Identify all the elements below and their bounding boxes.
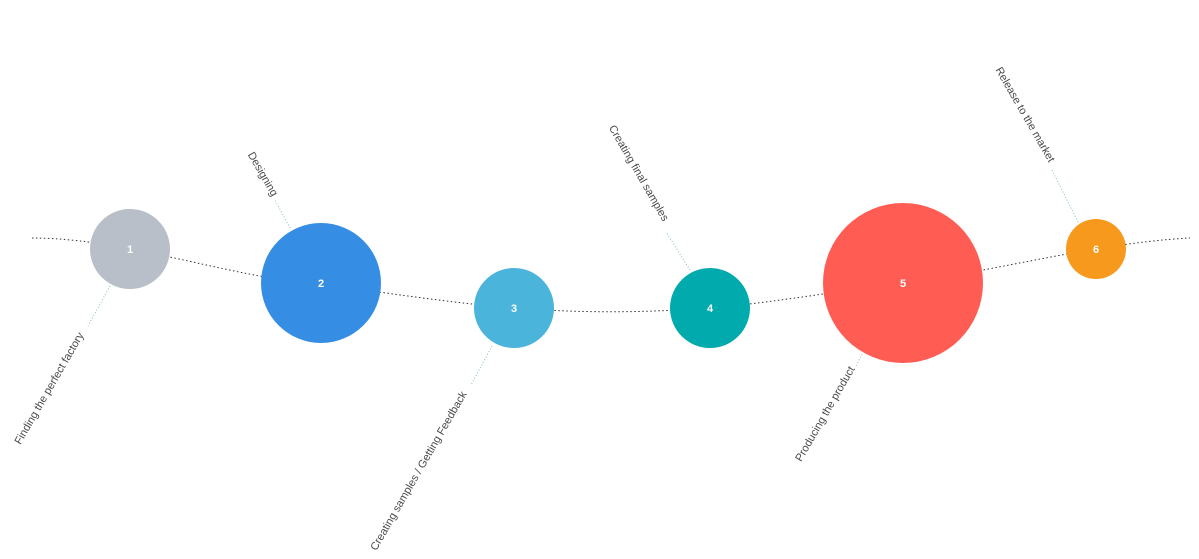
step-connector xyxy=(665,231,691,271)
step-circle xyxy=(261,223,381,343)
step-circle xyxy=(90,209,170,289)
step-connector xyxy=(1051,169,1079,223)
step-circle xyxy=(823,203,983,363)
step-connector xyxy=(274,199,291,229)
step-4: 4 Creating final samples xyxy=(606,123,750,348)
step-label: Designing xyxy=(245,150,280,198)
step-number: 1 xyxy=(127,244,133,256)
step-label: Producing the product xyxy=(793,365,857,464)
step-number: 3 xyxy=(511,303,517,315)
step-connector xyxy=(470,345,493,386)
step-label: Release to the market xyxy=(993,65,1057,164)
step-6: 6 Release to the market xyxy=(993,65,1126,279)
step-connector xyxy=(87,285,111,327)
step-circle xyxy=(474,268,554,348)
step-connector xyxy=(855,353,863,367)
step-label: Creating final samples xyxy=(606,123,671,224)
step-label: Creating samples / Getting Feedback xyxy=(368,389,469,553)
step-number: 4 xyxy=(707,303,714,315)
step-number: 2 xyxy=(318,278,324,290)
step-label: Finding the perfect factory xyxy=(13,330,87,447)
step-circle xyxy=(670,268,750,348)
step-circle xyxy=(1066,219,1126,279)
step-number: 6 xyxy=(1093,244,1099,256)
step-2: 2 Designing xyxy=(245,150,381,343)
timeline-path xyxy=(31,237,1191,313)
step-number: 5 xyxy=(900,278,906,290)
